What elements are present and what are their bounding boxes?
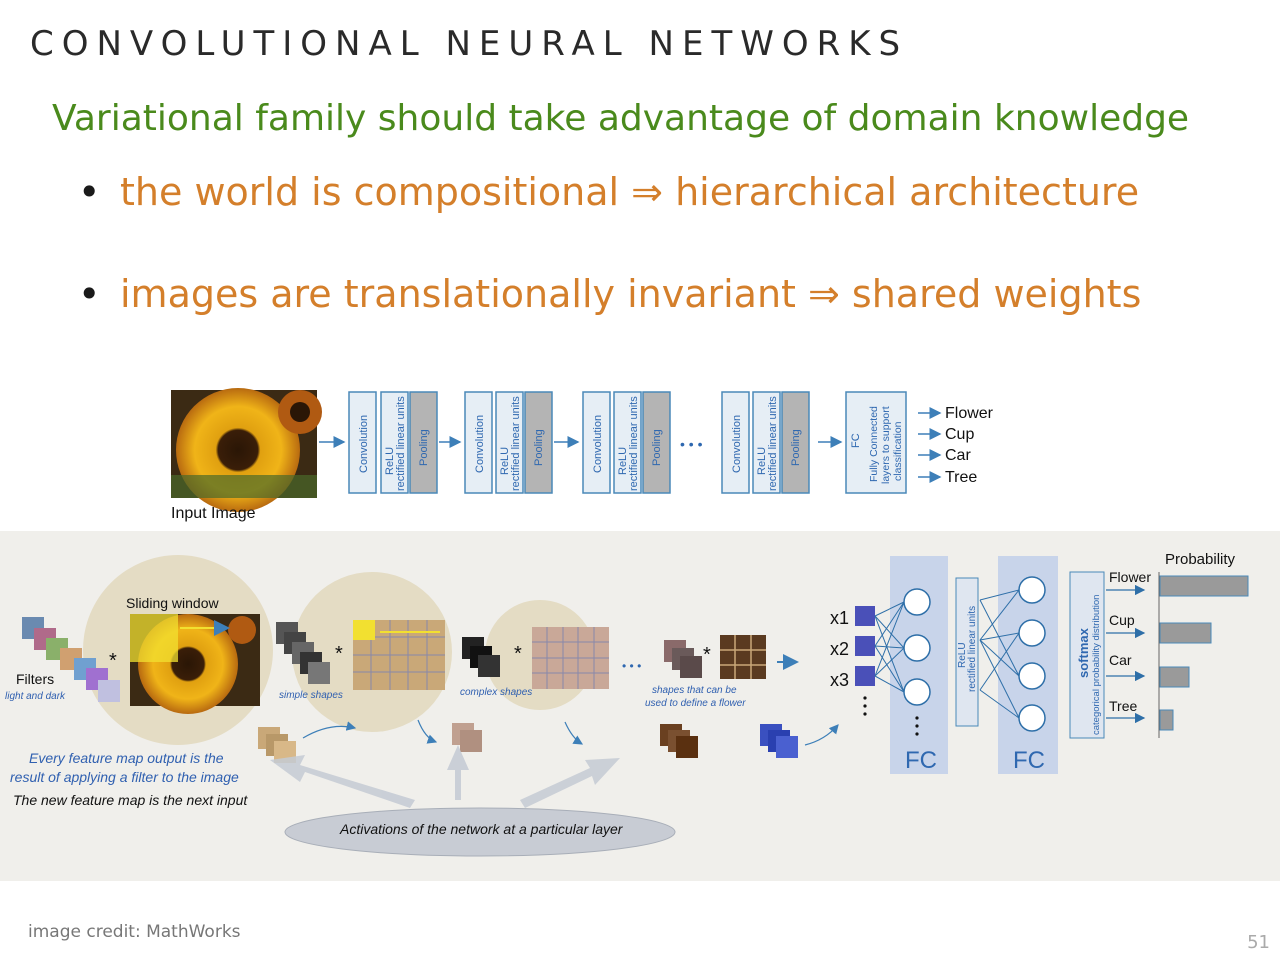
output-class: Car xyxy=(945,447,971,464)
bullet-text: images are translationally invariant ⇒ s… xyxy=(120,272,1142,316)
activation-stacks xyxy=(258,723,798,763)
convolution-star: * xyxy=(109,650,117,672)
filters-sub-label: light and dark xyxy=(5,691,66,702)
bullet-translation-invariant: • images are translationally invariant ⇒ … xyxy=(78,272,1141,316)
convolution-label: Convolution xyxy=(731,415,743,473)
probability-bar xyxy=(1159,575,1249,597)
activation-arrows xyxy=(302,719,839,746)
convolution-label: Convolution xyxy=(474,415,486,473)
class-arrows xyxy=(1106,584,1146,724)
layer-group-4: Convolution ReLU rectified linear units … xyxy=(721,391,810,494)
sliding-window-image xyxy=(130,614,260,714)
note-line-3: The new feature map is the next input xyxy=(13,792,248,808)
layer-group-3: Convolution ReLU rectified linear units … xyxy=(582,391,671,494)
relu-sub-label: rectified linear units xyxy=(510,396,522,491)
relu-block xyxy=(955,577,979,727)
relu-label: ReLU xyxy=(617,447,629,475)
layer-group-1: Convolution ReLU rectified linear units … xyxy=(348,391,438,494)
softmax-block xyxy=(1069,571,1105,739)
fc-line-2: layers to support xyxy=(880,406,892,484)
convolution-star: * xyxy=(514,643,522,665)
relu-label: ReLU xyxy=(384,447,396,475)
pipeline-ellipsis: • • • xyxy=(680,436,703,452)
convolution-star: * xyxy=(335,643,343,665)
slide-headline: Variational family should take advantage… xyxy=(52,98,1190,139)
pipeline-arrows xyxy=(319,407,942,483)
class-label: Flower xyxy=(1109,569,1151,585)
bullet-dot-icon: • xyxy=(78,272,101,316)
flower-shape-maps xyxy=(664,640,702,678)
probability-bar xyxy=(1159,622,1212,644)
image-credit: image credit: MathWorks xyxy=(28,922,241,942)
input-image xyxy=(171,388,322,512)
note-line-1: Every feature map output is the xyxy=(29,750,224,766)
fc-line-3: classification xyxy=(892,421,904,481)
relu-sub-label: rectified linear units xyxy=(767,396,779,491)
activation-pointer-arrows xyxy=(270,745,620,808)
class-label: Car xyxy=(1109,652,1132,668)
softmax-label: softmax xyxy=(1076,627,1091,678)
feature-grid-2 xyxy=(532,627,609,689)
fc-connections xyxy=(874,589,1020,719)
probability-bar xyxy=(1159,666,1190,688)
fc-title: FC xyxy=(850,433,862,448)
activations-label: Activations of the network at a particul… xyxy=(339,821,624,837)
feature-grid-1 xyxy=(353,620,445,690)
output-class: Cup xyxy=(945,426,974,443)
fc-label: FC xyxy=(905,747,937,774)
input-x-label: x2 xyxy=(830,639,849,659)
fc-line-1: Fully Connected xyxy=(868,406,880,482)
simple-shapes-maps xyxy=(276,622,330,684)
simple-shapes-label: simple shapes xyxy=(279,690,343,701)
relu-sub-label: rectified linear units xyxy=(628,396,640,491)
complex-shapes-label: complex shapes xyxy=(460,687,532,698)
probability-label: Probability xyxy=(1165,551,1236,568)
fc-block: FC Fully Connected layers to support cla… xyxy=(845,391,907,494)
fc-label: FC xyxy=(1013,747,1045,774)
input-x-label: x3 xyxy=(830,670,849,690)
output-class: Tree xyxy=(945,469,977,486)
input-units xyxy=(855,606,875,716)
output-class: Flower xyxy=(945,405,994,422)
stage-ellipsis: • • • xyxy=(622,659,641,673)
relu-sub-label: rectified linear units xyxy=(967,606,978,692)
complex-shapes-maps xyxy=(462,637,500,677)
shapes-label-line-2: used to define a flower xyxy=(645,698,746,709)
filters-stack xyxy=(22,617,120,702)
relu-label: ReLU xyxy=(957,642,968,668)
pooling-label: Pooling xyxy=(418,429,430,466)
filters-label: Filters xyxy=(16,671,54,687)
bullet-dot-icon: • xyxy=(78,170,101,214)
fc-ellipsis xyxy=(915,716,919,736)
pooling-label: Pooling xyxy=(651,429,663,466)
shapes-label-line-1: shapes that can be xyxy=(652,685,737,696)
relu-label: ReLU xyxy=(756,447,768,475)
note-line-2: result of applying a filter to the image xyxy=(10,769,239,785)
probability-bar xyxy=(1159,709,1174,731)
class-label: Cup xyxy=(1109,612,1135,628)
input-x-label: x1 xyxy=(830,608,849,628)
relu-label: ReLU xyxy=(499,447,511,475)
relu-sub-label: rectified linear units xyxy=(395,396,407,491)
class-label: Tree xyxy=(1109,698,1137,714)
bullet-text: the world is compositional ⇒ hierarchica… xyxy=(120,170,1140,214)
convolution-label: Convolution xyxy=(592,415,604,473)
bullet-compositional: • the world is compositional ⇒ hierarchic… xyxy=(78,170,1139,214)
activations-ellipse xyxy=(284,807,676,857)
slide-title: CONVOLUTIONAL NEURAL NETWORKS xyxy=(30,24,909,64)
convolution-star: * xyxy=(703,644,711,666)
page-number: 51 xyxy=(1247,932,1270,953)
probability-bars xyxy=(1159,575,1249,731)
softmax-sub-label: categorical probability distribution xyxy=(1091,595,1102,735)
convolution-label: Convolution xyxy=(358,415,370,473)
feature-grid-3 xyxy=(720,635,766,679)
input-image-label: Input Image xyxy=(171,505,256,522)
pooling-label: Pooling xyxy=(790,429,802,466)
layer-group-2: Convolution ReLU rectified linear units … xyxy=(464,391,553,494)
sliding-window-label: Sliding window xyxy=(126,595,219,611)
fc-neurons xyxy=(903,576,1046,732)
pooling-label: Pooling xyxy=(533,429,545,466)
